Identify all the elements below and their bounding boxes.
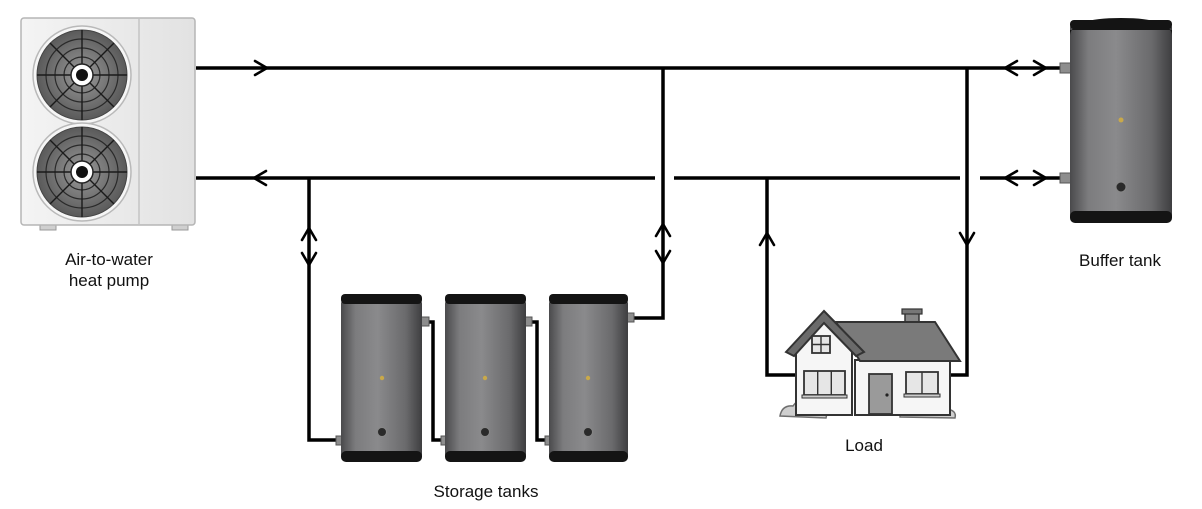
arrow-storage-return-down bbox=[300, 251, 318, 267]
house-roof-left bbox=[784, 309, 866, 358]
storage-tanks-label: Storage tanks bbox=[433, 482, 539, 501]
flow-arrows bbox=[252, 59, 1048, 267]
arrow-storage-supply-up bbox=[654, 222, 672, 238]
storage-tank-3 bbox=[544, 294, 635, 462]
load-label: Load bbox=[845, 436, 883, 455]
buffer-tank-label: Buffer tank bbox=[1079, 251, 1161, 270]
house-load bbox=[779, 308, 962, 419]
storage-tank-2 bbox=[440, 294, 533, 462]
arrow-buffer-top-right bbox=[1032, 59, 1048, 77]
fan-top bbox=[32, 25, 132, 125]
arrow-buffer-bottom-left bbox=[1003, 169, 1019, 187]
load-return-branch bbox=[765, 178, 797, 377]
arrow-storage-return-up bbox=[300, 226, 318, 242]
storage-return-branch bbox=[307, 178, 340, 442]
buffer-tank bbox=[1059, 18, 1172, 223]
buffer-tank-valve bbox=[1115, 181, 1127, 193]
arrow-buffer-top-left bbox=[1003, 59, 1019, 77]
pipe-network bbox=[196, 66, 1060, 442]
window-left bbox=[803, 370, 846, 396]
arrow-storage-supply-down bbox=[654, 249, 672, 265]
fan-bottom bbox=[32, 122, 132, 222]
storage-supply-branch bbox=[634, 68, 665, 320]
buffer-tank-bottom-band bbox=[1070, 211, 1172, 223]
storage-tank-1 bbox=[335, 294, 430, 462]
arrow-load-supply-down bbox=[958, 231, 976, 247]
tank-link-1-2 bbox=[429, 320, 446, 442]
buffer-tank-top-band bbox=[1070, 20, 1172, 29]
tank-link-2-3 bbox=[528, 320, 550, 442]
arrow-load-return-up bbox=[758, 231, 776, 247]
buffer-tank-gauge bbox=[1118, 117, 1124, 123]
load-supply-branch bbox=[948, 68, 969, 377]
heat-pump-label: Air-to-water heat pump bbox=[44, 249, 174, 291]
arrow-return-left bbox=[252, 169, 268, 187]
arrow-buffer-bottom-right bbox=[1032, 169, 1048, 187]
heat-pump-label-line1: Air-to-water bbox=[65, 250, 153, 269]
arrow-supply-right bbox=[253, 59, 269, 77]
heat-pump-unit bbox=[20, 17, 196, 231]
house-door bbox=[868, 373, 893, 415]
heat-pump-label-line2: heat pump bbox=[68, 271, 150, 290]
